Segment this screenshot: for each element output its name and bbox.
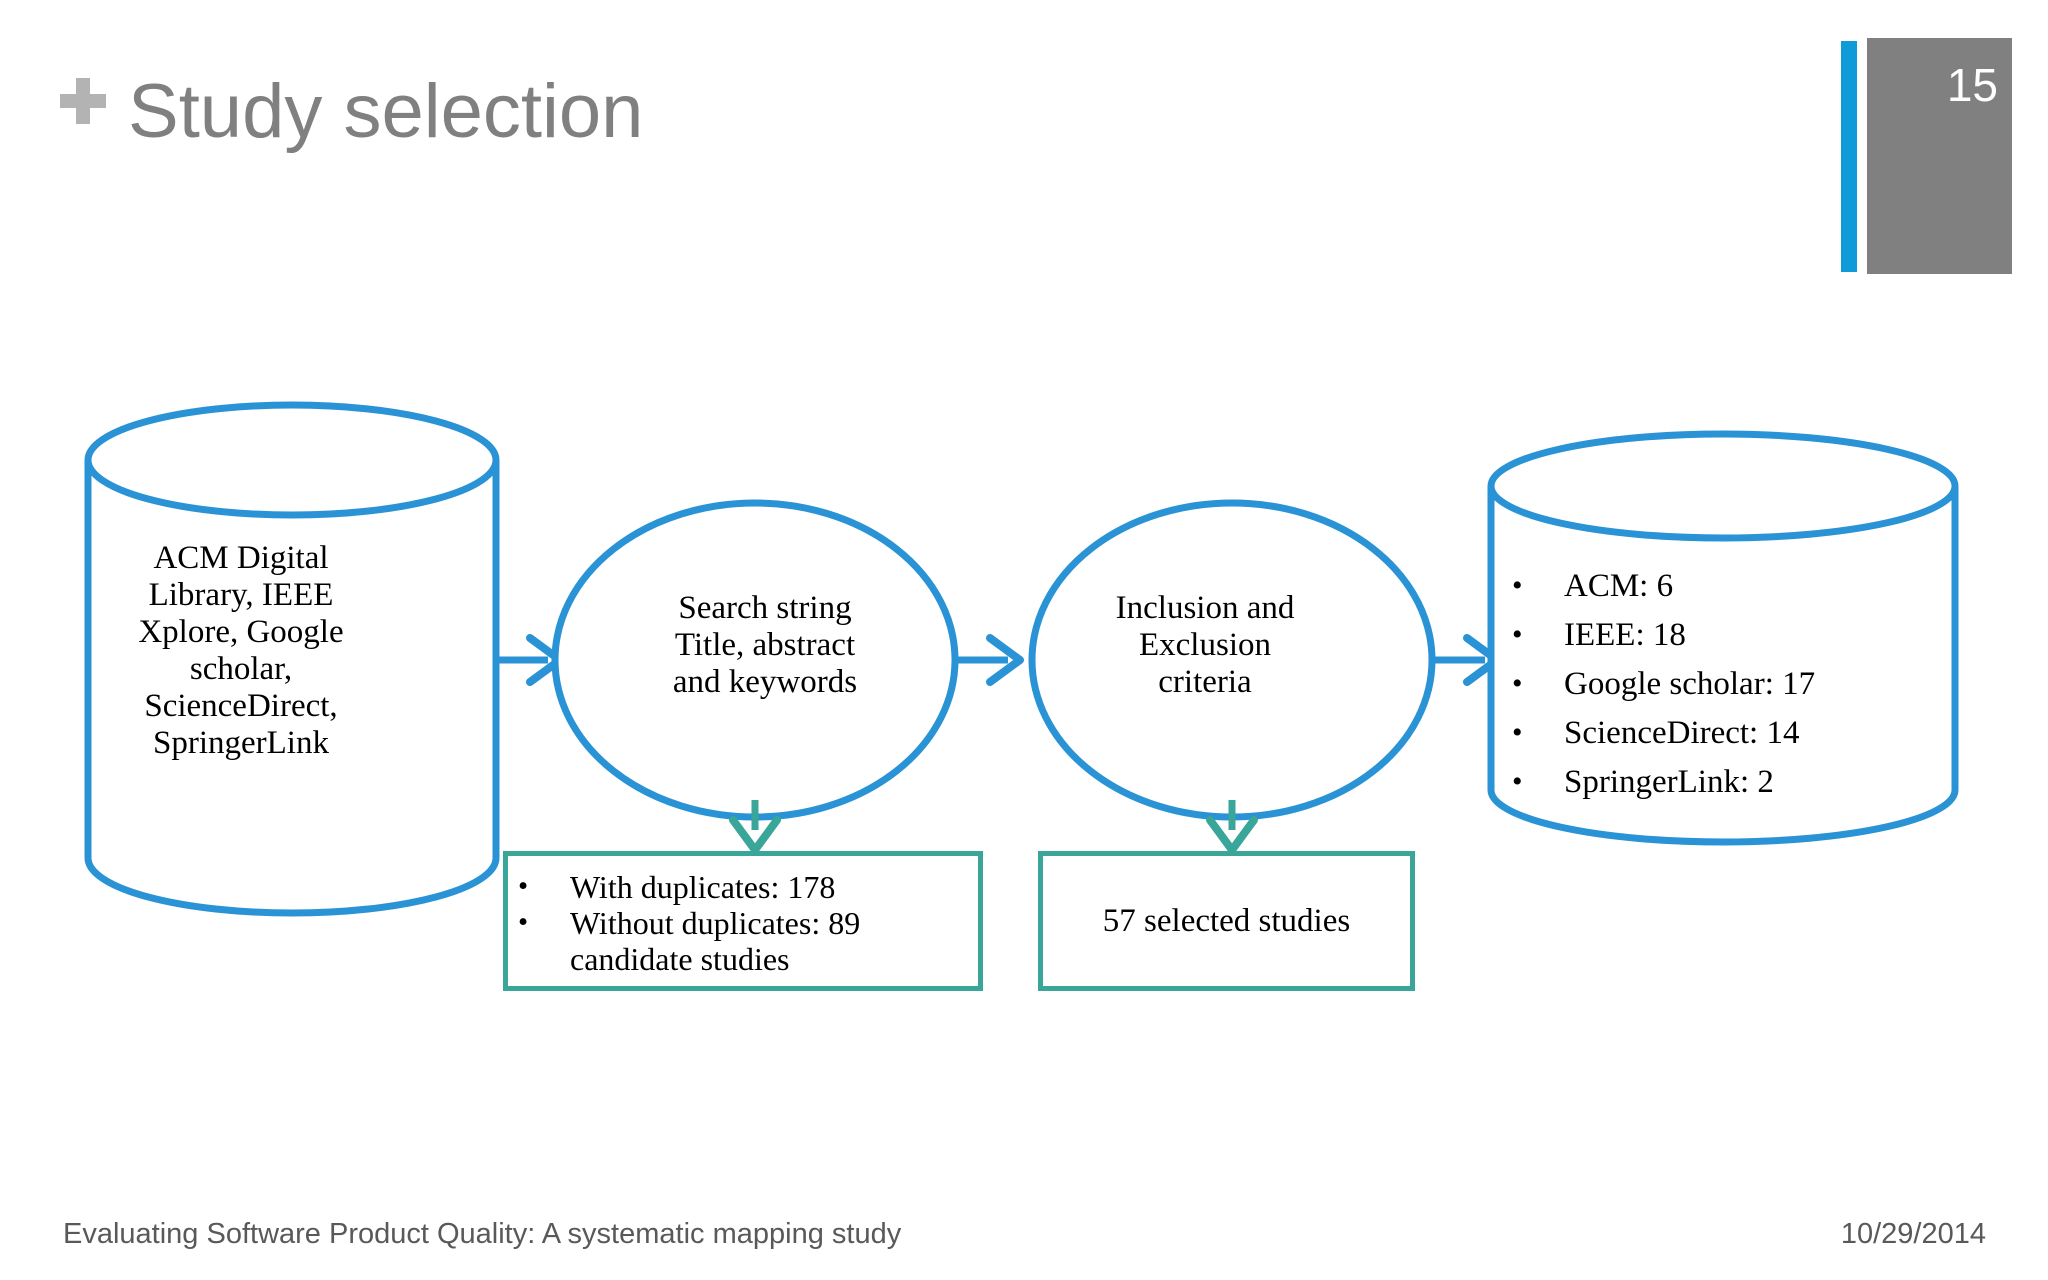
bullet-glyph: •: [1512, 569, 1523, 602]
sources-line: ScienceDirect,: [144, 687, 338, 724]
criteria-ellipse-label: Inclusion and Exclusion criteria: [1045, 590, 1365, 701]
selected-studies-box: 57 selected studies: [1038, 851, 1415, 991]
bullet-glyph: •: [1512, 764, 1523, 798]
list-item: • Without duplicates: 89: [518, 905, 968, 941]
duplicates-box: • With duplicates: 178 • Without duplica…: [503, 851, 983, 991]
arrow-criteria-to-selected: [1206, 800, 1258, 854]
arrow-search-to-duplicates: [729, 800, 781, 854]
list-item-continuation: candidate studies: [518, 941, 968, 977]
list-item-label: SpringerLink: 2: [1564, 763, 1774, 800]
search-line: and keywords: [672, 663, 858, 700]
duplicates-list: • With duplicates: 178 • Without duplica…: [518, 869, 968, 977]
list-item-continuation-label: candidate studies: [570, 941, 790, 978]
search-ellipse-label: Search string Title, abstract and keywor…: [600, 590, 930, 701]
selected-studies-label: 57 selected studies: [1102, 903, 1351, 939]
footer-title: Evaluating Software Product Quality: A s…: [63, 1218, 902, 1250]
list-item-label: Google scholar: 17: [1564, 665, 1816, 702]
list-item-label: ScienceDirect: 14: [1564, 714, 1800, 751]
list-item-label: ACM: 6: [1564, 568, 1674, 604]
page-title: Study selection: [128, 69, 644, 154]
list-item: • ACM: 6: [1512, 568, 1932, 605]
bullet-glyph: •: [1512, 666, 1523, 700]
arrow-search-to-criteria: [957, 634, 1024, 686]
list-item-label: With duplicates: 178: [570, 869, 836, 905]
list-item-label: IEEE: 18: [1564, 616, 1686, 653]
bullet-glyph: •: [1512, 715, 1523, 749]
list-item: • IEEE: 18: [1512, 617, 1932, 654]
list-item: • Google scholar: 17: [1512, 666, 1932, 703]
list-item: • With duplicates: 178: [518, 869, 968, 905]
sources-cylinder-label: ACM Digital Library, IEEE Xplore, Google…: [86, 540, 396, 762]
sources-line: scholar,: [189, 650, 293, 687]
results-cylinder-shape: [1487, 430, 1959, 846]
sources-line: ACM Digital: [153, 540, 329, 576]
bullet-glyph: •: [518, 870, 529, 902]
footer-date: 10/29/2014: [1840, 1218, 1986, 1250]
results-cylinder-list: • ACM: 6 • IEEE: 18 • Google scholar: 17…: [1512, 568, 1932, 813]
criteria-line: criteria: [1158, 663, 1252, 700]
sources-cylinder-shape: [84, 401, 500, 917]
criteria-line: Exclusion: [1139, 626, 1271, 663]
sources-line: Library, IEEE: [148, 576, 334, 613]
slide-number-badge: 15: [1867, 38, 2012, 274]
search-line: Search string: [678, 590, 852, 626]
slide-number-text: 15: [1946, 59, 1998, 111]
sources-line: SpringerLink: [153, 724, 329, 761]
criteria-line: Inclusion and: [1115, 590, 1295, 626]
list-item-label: Without duplicates: 89: [570, 905, 861, 942]
plus-icon: [60, 78, 106, 124]
bullet-glyph: •: [1512, 617, 1523, 651]
bullet-glyph: •: [518, 906, 529, 939]
arrow-sources-to-search: [497, 634, 564, 686]
plus-icon-vertical-bar: [76, 78, 90, 124]
sources-line: Xplore, Google: [138, 613, 344, 650]
search-line: Title, abstract: [674, 626, 856, 663]
list-item: • ScienceDirect: 14: [1512, 715, 1932, 752]
list-item: • SpringerLink: 2: [1512, 764, 1932, 801]
slide-number-accent-bar: [1841, 41, 1857, 272]
